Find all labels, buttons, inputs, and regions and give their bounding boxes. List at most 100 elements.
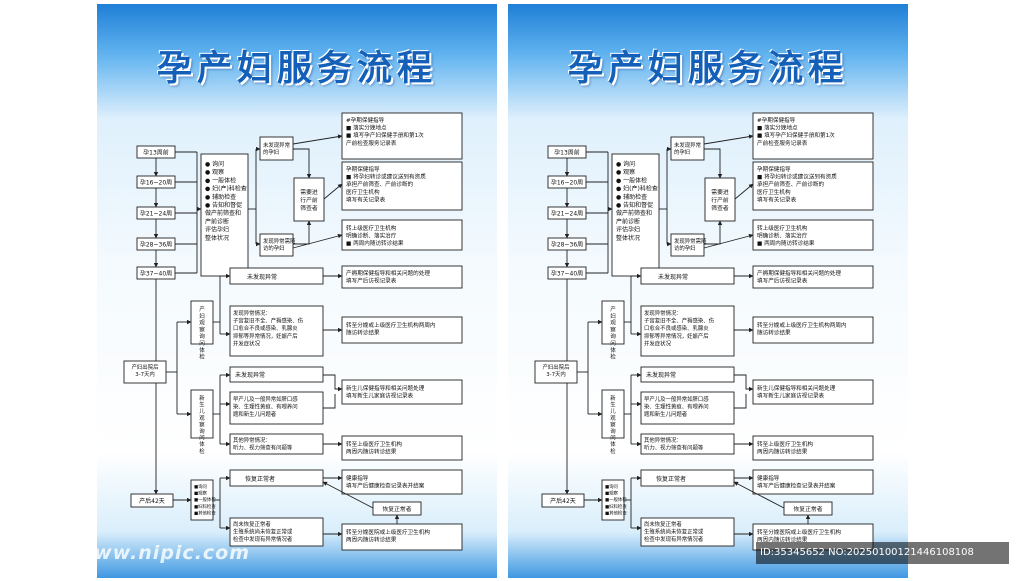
mother-abnormal-text: 发现异常情况：: [233, 309, 271, 317]
p42-abnormal-text: 生殖系统尚未恢复正常或: [644, 528, 704, 536]
mother-visit-label: 问: [199, 339, 205, 347]
p42-abnormal-result: [341, 523, 463, 551]
guidance-text: 填写有关记录表: [346, 195, 386, 203]
exam-item: 做产前筛查和: [616, 209, 652, 217]
p42-abnormal-text: 尚未恢复正常者: [233, 520, 271, 528]
p42-normal-result-text: 填写产后健康检查记录表并结案: [757, 482, 836, 490]
p42-item: ■观察: [194, 490, 208, 497]
has-risk-box: [670, 233, 705, 257]
p42-abnormal-result-text: 转至分娩医院或上级医疗卫生机构: [346, 528, 430, 536]
stage-label: 孕13周前: [554, 149, 580, 157]
guidance-text: 医疗卫生机构: [757, 188, 791, 196]
p42-normal-label: 恢复正常者: [245, 475, 275, 483]
newborn-visit-label: 新: [610, 394, 616, 402]
p42-normal-result: [341, 469, 463, 495]
newborn-other-text: 其他异常情况：: [233, 436, 271, 444]
poster-title: 孕产妇服务流程: [156, 49, 437, 89]
mother-visit-label: 询: [610, 332, 616, 340]
newborn-visit-label: 生: [199, 401, 205, 409]
need-screen-label: 行产前: [300, 196, 318, 204]
stage-label: 孕28~36周: [140, 242, 172, 249]
stage-label: 孕28~36周: [551, 242, 583, 249]
flow-connector: [703, 134, 754, 145]
flow-connector: [322, 481, 374, 509]
exam-item: ● 一般体检: [205, 176, 236, 184]
newborn-visit-label: 察: [610, 420, 616, 428]
newborn-abnormal-text: 早产儿及一般异常如脐口感: [644, 395, 709, 403]
mother-abnormal-result-text: 随访转诊结果: [757, 329, 791, 337]
newborn-result: [752, 379, 874, 405]
exam-item: ● 观察: [616, 168, 635, 176]
p42-abnormal-box: [640, 517, 735, 547]
newborn-result-text: 填写新生儿家庭访视记录表: [346, 392, 414, 400]
newborn-abnormal-text: 早产儿及一般异常如脐口感: [233, 395, 298, 403]
guidance-text: ■ 填写孕产妇保健手册和第1次: [757, 131, 835, 139]
guidance-text: 填写有关记录表: [757, 195, 797, 203]
p42-item: ■询问: [194, 483, 207, 490]
guidance-text: 孕期保健指导: [757, 165, 791, 173]
p42-item: ■妇科检查: [194, 503, 216, 510]
flow-connector: [293, 220, 312, 245]
mother-abnormal-text: 抑郁等异常情况，妊娠产后: [233, 332, 298, 340]
newborn-abnormal-text: 题和新生儿问题者: [644, 410, 688, 418]
guidance-text: ■ 将孕妇转诊或建议送到有资质: [346, 173, 426, 181]
flow-connector: [734, 394, 747, 409]
watermark-text: 昵享网 www.nipic.com: [8, 542, 251, 564]
mother-visit-label: 体: [199, 346, 205, 354]
newborn-result-text: 新生儿保健指导和相关问题处理: [757, 384, 836, 392]
guidance-text: 承担产前筛查、产前诊断的: [346, 180, 414, 188]
newborn-abnormal-box: [640, 391, 735, 425]
flow-connector: [292, 233, 343, 249]
postpartum42-box: [130, 493, 174, 508]
exam-item: 评估孕妇: [616, 226, 640, 234]
newborn-other-result-text: 两周内随访转诊结果: [346, 448, 397, 456]
newborn-visit-label: 观: [199, 415, 205, 422]
p42-abnormal-result-text: 两周内随访转诊结果: [346, 536, 397, 544]
mother-visit-label: 询: [199, 332, 205, 340]
newborn-visit-label: 体: [610, 440, 616, 448]
guidance-text: ■ 填写孕产妇保健手册和第1次: [346, 131, 424, 139]
exam-item: ● 询问: [205, 160, 224, 168]
newborn-visit-label: 观: [610, 415, 616, 422]
stage-label: 孕37~40周: [551, 271, 583, 278]
newborn-other-result: [752, 435, 874, 461]
need-screen-label: 筛查者: [711, 204, 729, 212]
mother-abnormal-text: 子宫复旧不全、产褥感染、伤: [644, 317, 714, 325]
p42-abnormal-box: [229, 517, 324, 547]
referral-text: 明确诊断、落实治疗: [757, 232, 808, 240]
exam-item: ● 辅助检查: [205, 193, 236, 201]
mother-normal-result-text: 填写产后访视记录表: [757, 277, 808, 285]
p42-normal-result-text: 健康指导: [757, 474, 780, 482]
postpartum-visit-label: 3-7天内: [135, 370, 155, 378]
guidance-text: ■ 将孕妇转诊或建议送到有资质: [757, 173, 837, 181]
exam-item: 评估孕妇: [205, 226, 229, 234]
guidance-text: 孕期保健指导: [346, 165, 380, 173]
no-risk-label: 的孕妇: [674, 148, 690, 156]
guidance-text: 医疗卫生机构: [346, 188, 380, 196]
recovered-label: 恢复正常者: [383, 505, 412, 513]
referral-box: [341, 219, 463, 251]
newborn-visit-label: 儿: [610, 408, 616, 415]
p42-abnormal-text: 检查中发现有异常情况者: [233, 535, 293, 543]
p42-item: ■其他检查: [605, 509, 627, 516]
mother-abnormal-text: 口愈合不良或感染、乳腺炎: [644, 324, 709, 332]
newborn-visit-label: 察: [199, 420, 205, 428]
guidance-text: ■ 落实分娩地点: [757, 124, 798, 132]
newborn-visit-label: 新: [199, 394, 205, 402]
newborn-visit-label: 检: [610, 447, 616, 455]
referral-text: 转上级医疗卫生机构: [757, 224, 808, 232]
newborn-other-result-text: 转至上级医疗卫生机构: [757, 440, 813, 448]
newborn-other-text: 听力、视力筛查有问题等: [233, 444, 293, 452]
need-screen-label: 行产前: [711, 196, 729, 204]
stage-label: 孕37~40周: [140, 271, 172, 278]
mother-abnormal-text: 并发症状况: [233, 339, 261, 347]
need-screen-label: 需要进: [711, 188, 729, 196]
newborn-other-text: 听力、视力筛查有问题等: [644, 444, 704, 452]
exam-item: ● 观察: [205, 168, 224, 176]
flow-connector: [293, 148, 312, 179]
stage-label: 孕21~24周: [551, 211, 583, 218]
recovered-label: 恢复正常者: [794, 505, 823, 513]
mother-abnormal-box: [640, 305, 735, 357]
p42-item: ■一般体检: [605, 496, 627, 503]
p42-normal-box: [640, 469, 735, 487]
